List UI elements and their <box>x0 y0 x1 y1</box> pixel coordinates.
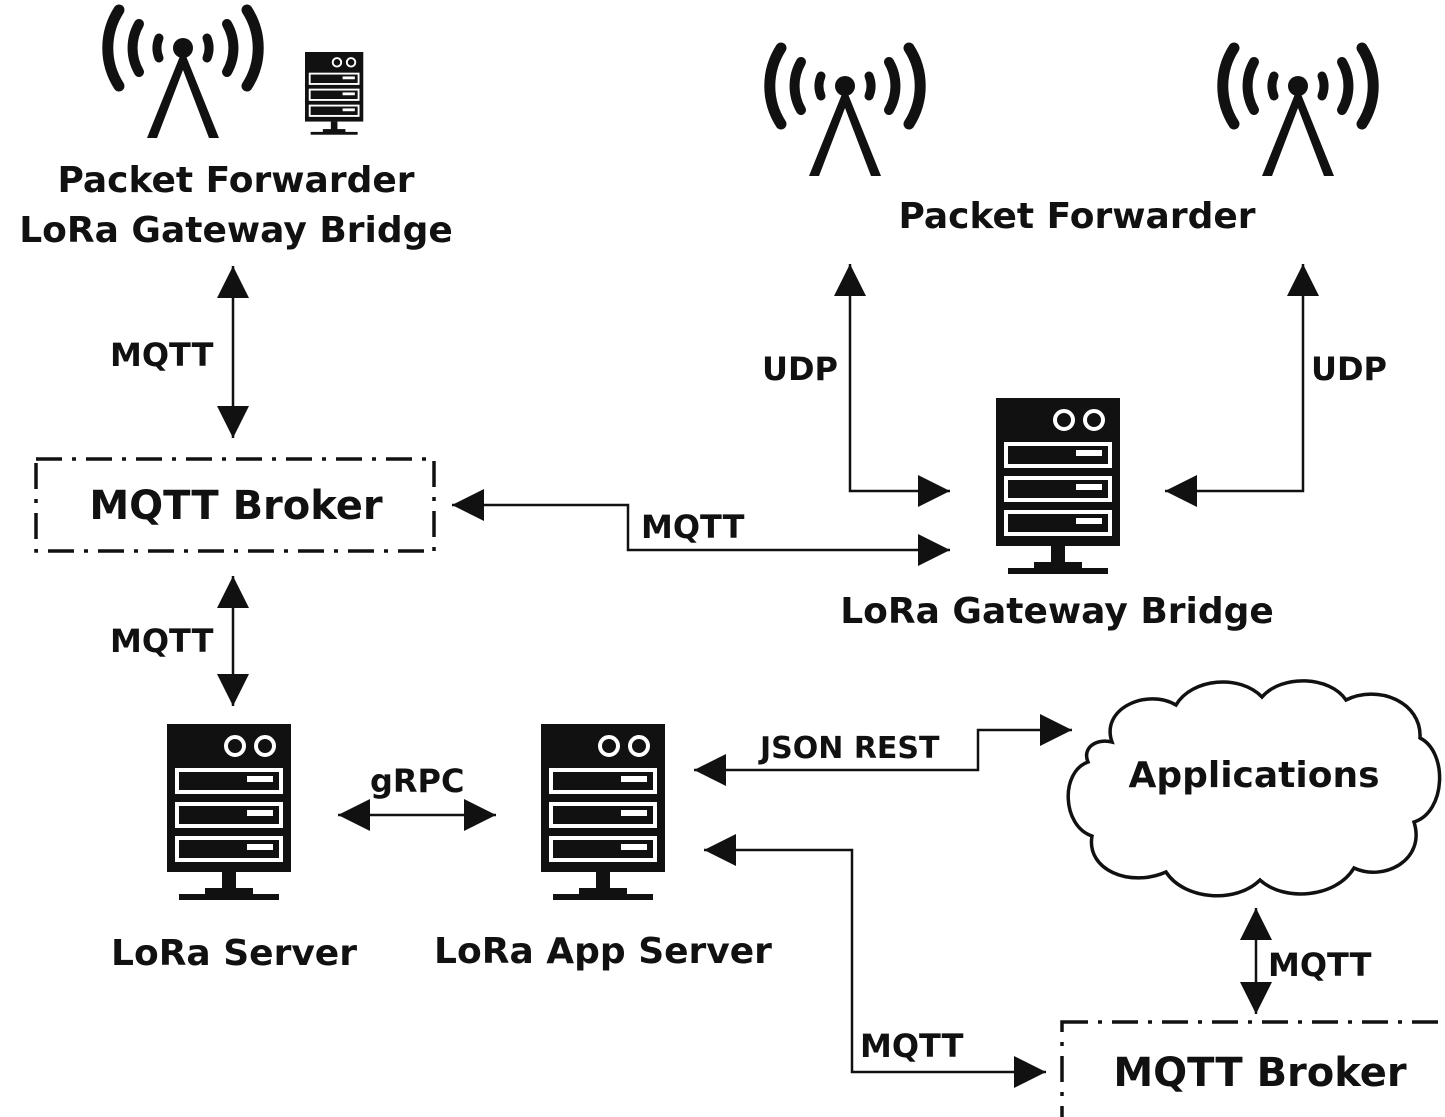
mqtt-broker-label: MQTT Broker <box>89 483 383 529</box>
gateway-bridge-label: LoRa Gateway Bridge <box>840 591 1274 632</box>
edge-label-mqtt-appserver: MQTT <box>860 1027 964 1065</box>
edge-label-udp-left: UDP <box>762 350 838 388</box>
edge-json-rest <box>694 714 1072 786</box>
lora-app-server-label: LoRa App Server <box>434 931 772 972</box>
mqtt-broker-label-2: MQTT Broker <box>1113 1050 1407 1096</box>
applications-cloud <box>1066 679 1442 898</box>
applications-label: Applications <box>1128 755 1379 796</box>
edge-label-mqtt: MQTT <box>110 336 214 374</box>
antenna-icon <box>1223 48 1373 176</box>
edge-label-mqtt-bridge: MQTT <box>641 508 745 546</box>
lora-server-label: LoRa Server <box>111 933 357 974</box>
antenna-icon <box>108 10 258 138</box>
packet-forwarder-label: Packet Forwarder <box>898 196 1255 237</box>
gateway-label-line1: Packet Forwarder <box>57 160 414 201</box>
edge-mqtt-broker-bridge <box>452 489 950 566</box>
mqtt-broker-box-2 <box>1060 1020 1445 1117</box>
gateway-label-line2: LoRa Gateway Bridge <box>19 210 453 251</box>
edge-label-json-rest: JSON REST <box>758 731 940 766</box>
edge-udp-right <box>1165 264 1319 507</box>
lora-app-server-icon <box>539 722 667 902</box>
gateway-bridge-server-icon <box>994 396 1122 576</box>
edge-label-mqtt-apps: MQTT <box>1268 946 1372 984</box>
edge-label-udp-right: UDP <box>1311 350 1387 388</box>
antenna-icon <box>770 48 920 176</box>
mqtt-broker-box <box>34 457 436 553</box>
lora-server-icon <box>165 722 293 902</box>
edge-mqtt-appserver-broker <box>704 834 1046 1088</box>
server-icon <box>304 51 365 136</box>
edge-udp-left <box>834 264 950 507</box>
edge-label-grpc: gRPC <box>370 762 464 800</box>
edge-label-mqtt-server: MQTT <box>110 622 214 660</box>
